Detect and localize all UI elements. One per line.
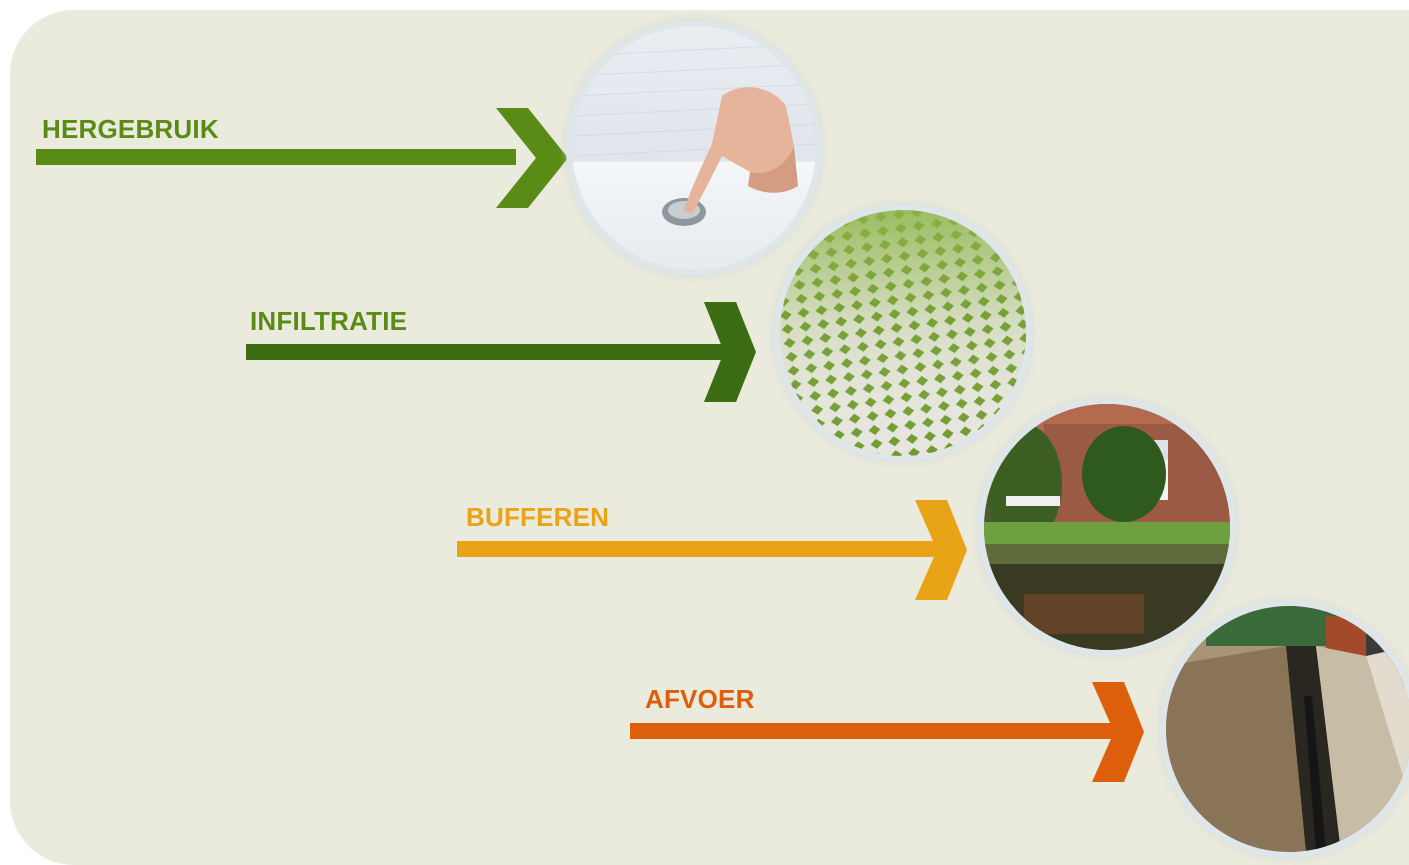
garden-pond-image — [984, 404, 1230, 650]
sink-drain-image — [572, 26, 816, 270]
arrow-infiltratie — [246, 302, 756, 402]
step-label-infiltratie: INFILTRATIE — [250, 306, 408, 336]
step-label-hergebruik: HERGEBRUIK — [42, 114, 219, 144]
step-label-bufferen: BUFFEREN — [466, 502, 610, 532]
arrow-hergebruik — [36, 108, 568, 208]
step-label-afvoer: AFVOER — [645, 684, 755, 714]
grass-paver-image — [780, 210, 1026, 456]
drainage-trench-image — [1166, 606, 1409, 852]
diagram-panel: HERGEBRUIK INFILTRATIE BUFFEREN AFVOER — [10, 10, 1409, 865]
arrow-bufferen — [457, 500, 967, 600]
arrow-afvoer — [630, 682, 1144, 782]
